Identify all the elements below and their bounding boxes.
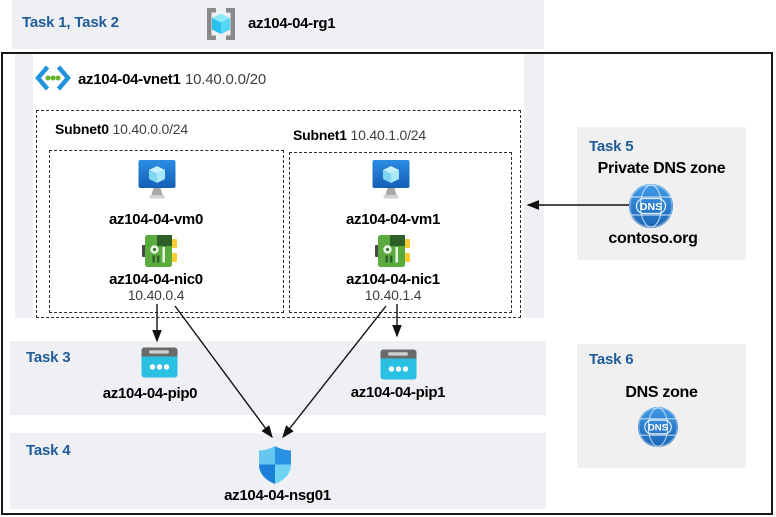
task5-title: Private DNS zone bbox=[597, 160, 726, 177]
task5-panel: Task 5 Private DNS zone DNS contoso.org bbox=[577, 127, 746, 260]
vnet-cidr: 10.40.0.0/20 bbox=[184, 71, 266, 88]
dns-icon-text: DNS bbox=[648, 423, 669, 434]
nic1-icon bbox=[375, 234, 411, 268]
nsg-name: az104-04-nsg01 bbox=[224, 487, 331, 504]
resource-group-name: az104-04-rg1 bbox=[248, 15, 336, 32]
nic1-name: az104-04-nic1 bbox=[346, 271, 440, 288]
task12-label: Task 1, Task 2 bbox=[22, 14, 119, 31]
subnet1-cidr: 10.40.1.0/24 bbox=[350, 127, 427, 143]
rg-right-strip bbox=[524, 54, 544, 318]
vm0-name: az104-04-vm0 bbox=[109, 211, 203, 228]
nsg-shield-icon bbox=[258, 445, 292, 484]
nic0-name: az104-04-nic0 bbox=[109, 271, 203, 288]
diagram-frame bbox=[1, 52, 773, 515]
subnet1-label: Subnet1 10.40.1.0/24 bbox=[293, 127, 426, 143]
subnet1-name: Subnet1 bbox=[293, 127, 347, 143]
task3-band bbox=[10, 341, 546, 415]
subnet0-cidr: 10.40.0.0/24 bbox=[112, 121, 189, 137]
vnet-dashed-box bbox=[36, 110, 521, 318]
vnet-name: az104-04-vnet1 bbox=[78, 71, 181, 88]
resource-group-band: Task 1, Task 2 az104-04-rg1 bbox=[12, 0, 544, 49]
vnet-icon bbox=[35, 65, 71, 91]
nic0-icon bbox=[142, 234, 178, 268]
dns-icon-text: DNS bbox=[640, 201, 662, 213]
task5-zone-name: contoso.org bbox=[608, 230, 698, 247]
task6-panel: Task 6 DNS zone DNS bbox=[577, 344, 746, 468]
rg-left-strip bbox=[15, 54, 33, 318]
subnet1-box bbox=[289, 152, 512, 313]
pip0-name: az104-04-pip0 bbox=[102, 385, 198, 402]
nic0-ip: 10.40.0.4 bbox=[127, 287, 185, 303]
task3-label: Task 3 bbox=[26, 349, 71, 366]
subnet0-box bbox=[49, 150, 284, 313]
vnet-header: az104-04-vnet1 10.40.0.0/20 bbox=[78, 71, 266, 89]
task6-label: Task 6 bbox=[589, 351, 634, 368]
pip1-name: az104-04-pip1 bbox=[350, 384, 446, 401]
nic1-ip: 10.40.1.4 bbox=[364, 287, 422, 303]
dns-zone-icon: DNS bbox=[637, 406, 679, 448]
task5-label: Task 5 bbox=[589, 138, 634, 155]
subnet0-label: Subnet0 10.40.0.0/24 bbox=[55, 121, 188, 137]
task4-label: Task 4 bbox=[26, 442, 71, 459]
vm0-icon bbox=[137, 159, 177, 203]
pip1-icon bbox=[380, 349, 417, 380]
private-dns-icon: DNS bbox=[628, 183, 674, 229]
resource-group-icon bbox=[202, 5, 240, 43]
vm1-icon bbox=[371, 159, 411, 203]
task6-title: DNS zone bbox=[625, 384, 698, 401]
subnet0-name: Subnet0 bbox=[55, 121, 109, 137]
vm1-name: az104-04-vm1 bbox=[346, 211, 440, 228]
pip0-icon bbox=[141, 347, 178, 378]
